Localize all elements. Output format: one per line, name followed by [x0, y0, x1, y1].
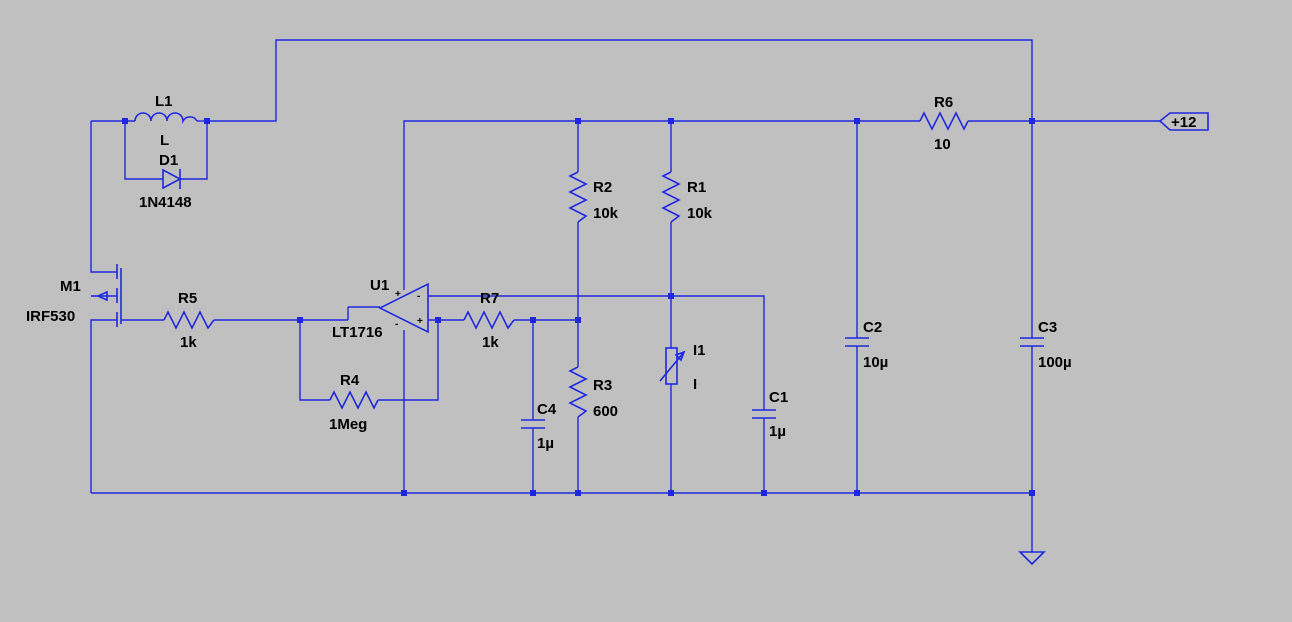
- i1-value: I: [693, 376, 697, 393]
- u1-value: LT1716: [332, 324, 383, 341]
- r1-ref: R1: [687, 179, 706, 196]
- diode-d1[interactable]: [162, 168, 182, 190]
- m1-value: IRF530: [26, 308, 75, 325]
- l1-value: L: [160, 132, 169, 149]
- r6-ref: R6: [934, 94, 953, 111]
- u1-pin-plus: +: [395, 289, 401, 300]
- current-source-i1[interactable]: [659, 347, 686, 385]
- c2-ref: C2: [863, 319, 882, 336]
- d1-ref: D1: [159, 152, 178, 169]
- capacitor-c3[interactable]: [1020, 337, 1044, 347]
- u1-pin-minus: -: [395, 319, 398, 330]
- m1-ref: M1: [60, 278, 81, 295]
- r7-ref: R7: [480, 290, 499, 307]
- r3-ref: R3: [593, 377, 612, 394]
- capacitor-c1[interactable]: [752, 402, 776, 419]
- component-labels: L1 L D1 1N4148 M1 IRF530 R5 1k U1 LT1716…: [26, 93, 1072, 452]
- u1-in-plus: +: [417, 316, 423, 327]
- net-label-text: +12: [1171, 114, 1196, 131]
- r2-value: 10k: [593, 205, 619, 222]
- resistor-r7[interactable]: [463, 310, 515, 330]
- wires: [90, 39, 1160, 552]
- c1-ref: C1: [769, 389, 788, 406]
- resistor-r3[interactable]: [568, 366, 588, 418]
- c4-value: 1µ: [537, 435, 554, 452]
- net-label-plus12[interactable]: +12: [1158, 112, 1209, 131]
- r5-ref: R5: [178, 290, 197, 307]
- c3-value: 100µ: [1038, 354, 1072, 371]
- r4-ref: R4: [340, 372, 360, 389]
- i1-ref: I1: [693, 342, 706, 359]
- c4-ref: C4: [537, 401, 557, 418]
- c2-value: 10µ: [863, 354, 888, 371]
- d1-value: 1N4148: [139, 194, 192, 211]
- resistor-r2[interactable]: [568, 171, 588, 223]
- r2-ref: R2: [593, 179, 612, 196]
- resistor-r6[interactable]: [919, 111, 969, 131]
- resistor-r1[interactable]: [661, 171, 681, 223]
- r6-value: 10: [934, 136, 951, 153]
- r4-value: 1Meg: [329, 416, 367, 433]
- c1-value: 1µ: [769, 423, 786, 440]
- ground-symbol: [1018, 551, 1046, 566]
- junction-dots: [122, 118, 1035, 496]
- r5-value: 1k: [180, 334, 197, 351]
- r3-value: 600: [593, 403, 618, 420]
- mosfet-m1[interactable]: [91, 264, 122, 327]
- opamp-u1[interactable]: [378, 282, 429, 334]
- resistor-r4[interactable]: [329, 390, 379, 410]
- u1-ref: U1: [370, 277, 389, 294]
- c3-ref: C3: [1038, 319, 1057, 336]
- inductor-l1[interactable]: [134, 112, 198, 125]
- r7-value: 1k: [482, 334, 499, 351]
- r1-value: 10k: [687, 205, 713, 222]
- capacitor-c2[interactable]: [845, 337, 869, 347]
- l1-ref: L1: [155, 93, 173, 110]
- resistor-r5[interactable]: [163, 310, 215, 330]
- u1-in-minus: -: [417, 291, 420, 302]
- capacitor-c4[interactable]: [521, 419, 545, 429]
